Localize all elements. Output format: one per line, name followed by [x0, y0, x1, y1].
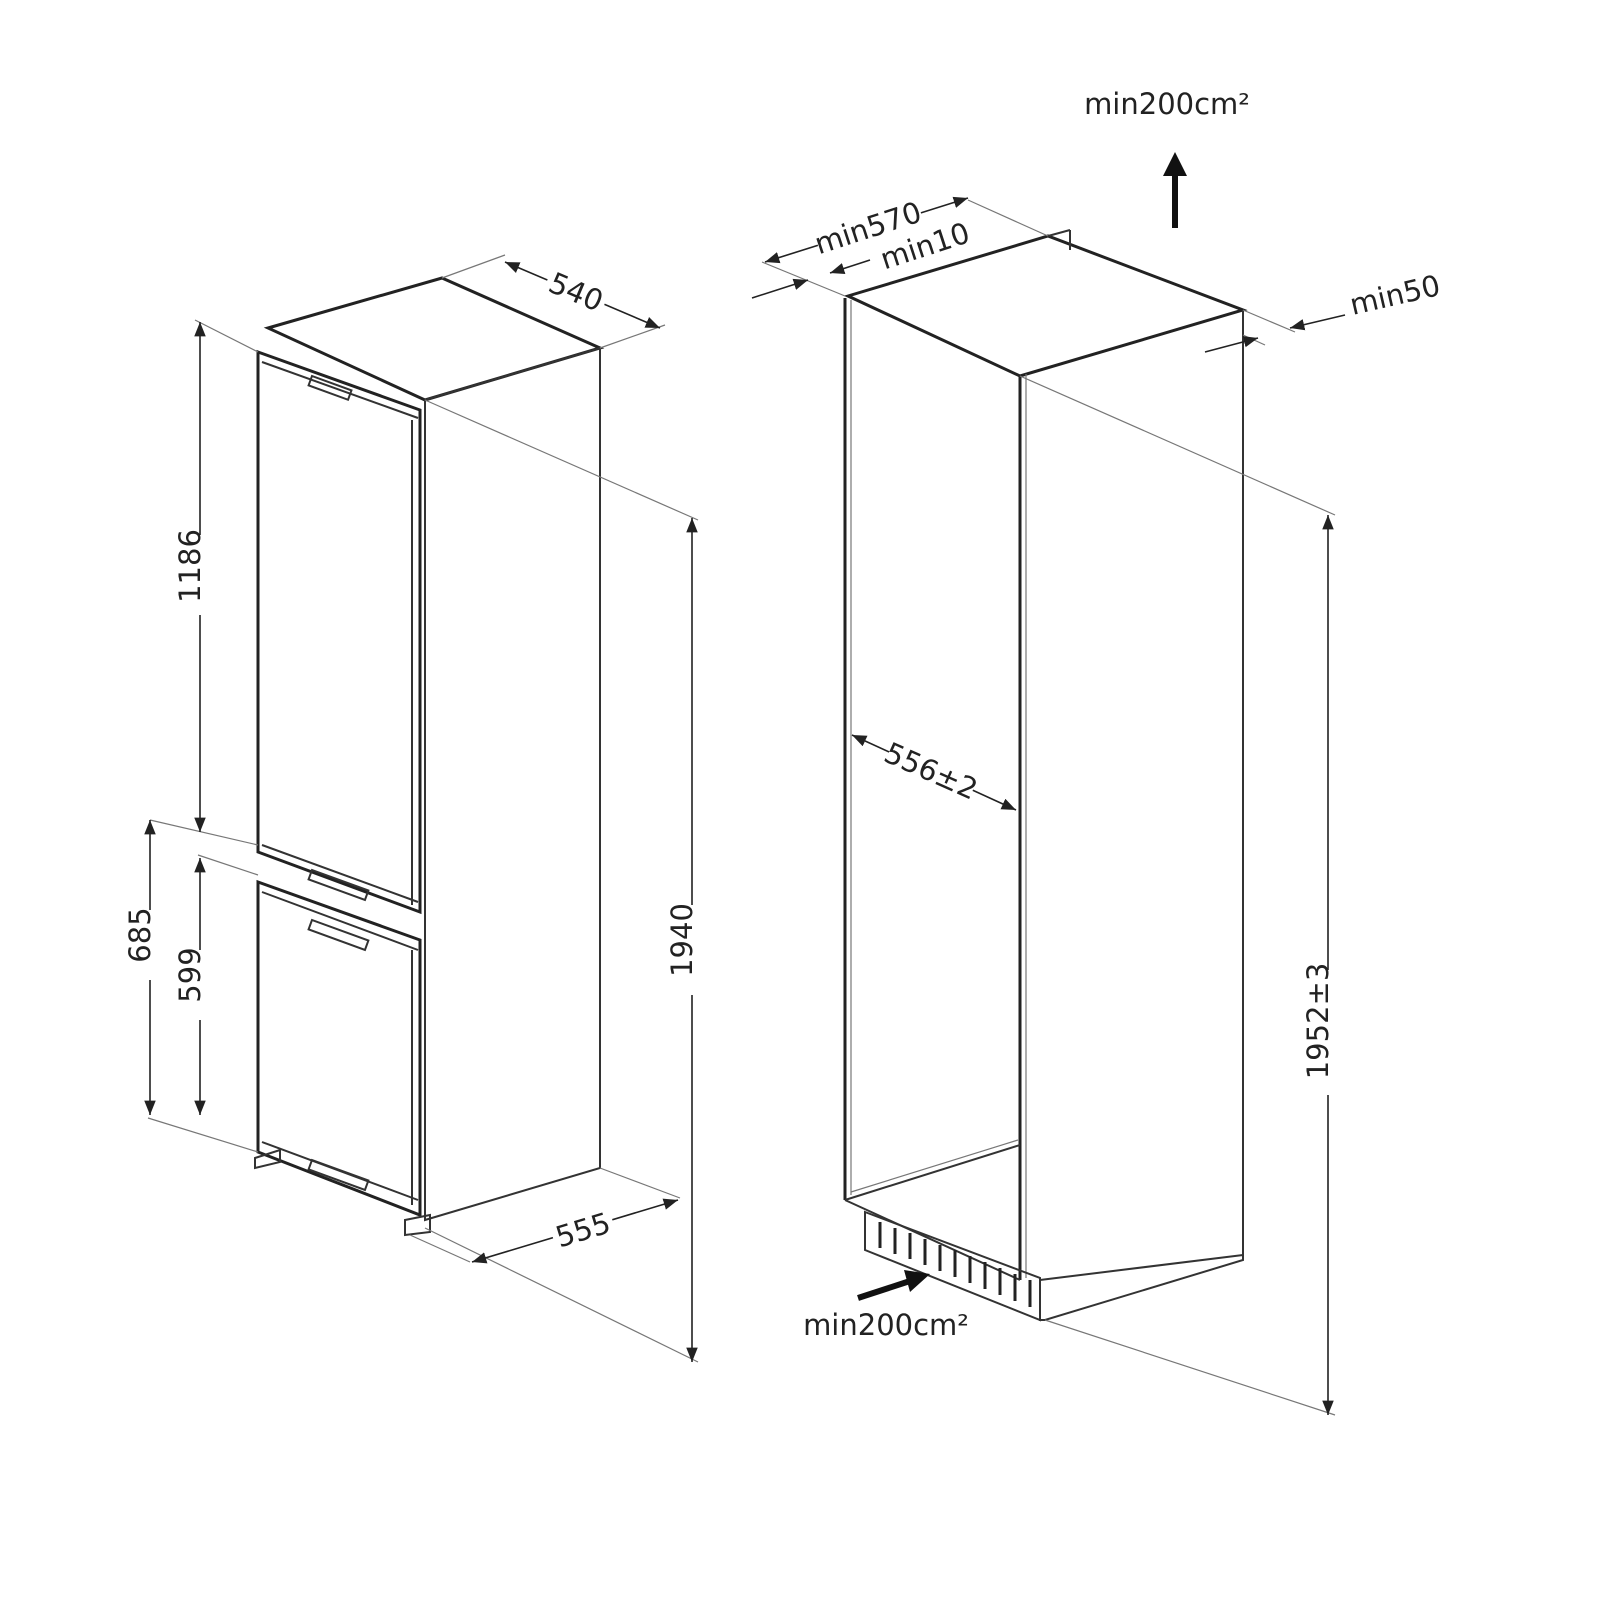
bottom-vent-label: min200cm² — [803, 1308, 969, 1342]
dimension-1952: 1952±3 — [1301, 515, 1344, 1415]
niche-height-label: 1952±3 — [1301, 963, 1335, 1080]
arrow-right-icon — [904, 1270, 930, 1292]
dimension-1186: 1186 — [173, 322, 216, 832]
lower-door-label: 599 — [173, 947, 207, 1002]
dimension-599: 599 — [173, 858, 216, 1115]
niche-extension-lines — [761, 199, 1336, 1416]
top-vent-indicator: min200cm² — [1084, 87, 1250, 228]
top-vent-label: min200cm² — [1084, 87, 1250, 121]
dimension-1940: 1940 — [665, 518, 708, 1362]
appliance-extension-lines — [147, 254, 699, 1363]
upper-door — [256, 349, 422, 915]
appliance-side — [424, 346, 601, 1222]
niche-drawing — [843, 229, 1248, 1322]
upper-door-label: 1186 — [173, 529, 207, 603]
arrow-up-icon — [1163, 152, 1187, 176]
height-label: 1940 — [665, 903, 699, 977]
lower-section-label: 685 — [123, 907, 157, 962]
dimension-540: 540 — [504, 261, 661, 329]
depth-label: 555 — [552, 1206, 615, 1255]
ventilation-grille — [864, 1210, 1041, 1322]
appliance-drawing — [254, 276, 605, 1237]
dimension-555: 555 — [471, 1198, 679, 1264]
bottom-vent-indicator: min200cm² — [803, 1270, 969, 1342]
niche-base — [1039, 1253, 1244, 1321]
dimension-556: 556±2 — [851, 734, 1017, 811]
rear-gap-label: min50 — [1347, 268, 1444, 322]
dimension-685: 685 — [123, 820, 166, 1115]
niche-width-label: 556±2 — [879, 736, 982, 807]
lower-door — [256, 879, 422, 1218]
